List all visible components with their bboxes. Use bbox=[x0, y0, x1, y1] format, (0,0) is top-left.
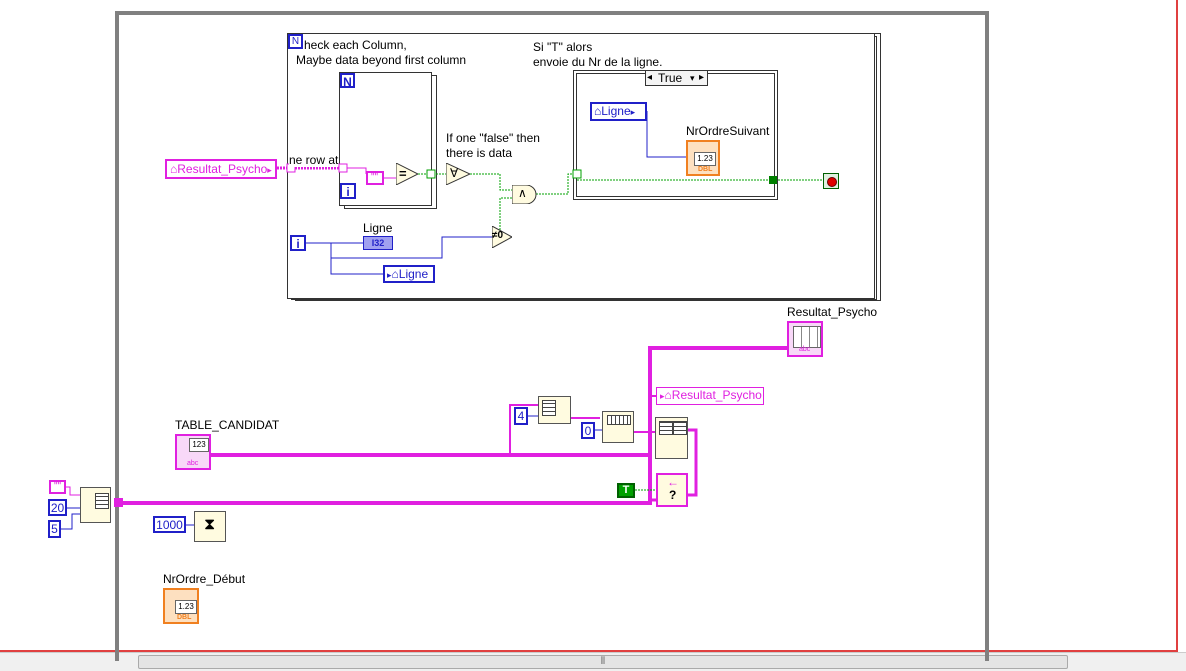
horizontal-scrollbar[interactable]: ⦀ bbox=[0, 652, 1186, 671]
resultat-psycho-type: abc bbox=[799, 346, 811, 353]
comment-si-t-1: Si "T" alors bbox=[533, 40, 593, 54]
table-candidat-type: abc bbox=[187, 460, 199, 467]
not-equal-zero-function[interactable]: ≠0 bbox=[492, 226, 512, 248]
resultat-psycho-indicator[interactable]: abc bbox=[787, 321, 823, 357]
home-icon: ⌂ bbox=[391, 267, 399, 281]
comment-if-false-1: If one "false" then bbox=[446, 131, 540, 145]
outer-structure-frame bbox=[115, 11, 989, 661]
home-icon: ⌂ bbox=[664, 388, 672, 402]
scrollbar-thumb[interactable]: ⦀ bbox=[138, 655, 1068, 669]
outer-loop-iteration-terminal[interactable]: i bbox=[290, 235, 306, 251]
case-selector-label: True bbox=[658, 71, 683, 85]
equal-symbol: = bbox=[399, 166, 407, 181]
resultat-psycho-prop-label: Resultat_Psycho bbox=[671, 388, 762, 402]
not-zero-symbol: ≠0 bbox=[492, 230, 504, 241]
ligne-indicator-label: Ligne bbox=[363, 221, 393, 235]
insert-into-array-function[interactable] bbox=[655, 417, 688, 459]
outer-loop-count-terminal[interactable]: N bbox=[288, 34, 303, 49]
ligne-indicator[interactable]: I32 bbox=[363, 236, 393, 250]
case-selector[interactable]: ◂ True ▾ ▸ bbox=[645, 70, 708, 86]
empty-string-constant-outer[interactable]: "" bbox=[49, 480, 66, 494]
right-red-border bbox=[1176, 0, 1178, 652]
inner-loop-count-terminal[interactable]: N bbox=[340, 73, 355, 89]
stop-terminal[interactable] bbox=[823, 173, 839, 189]
inner-loop-iteration-terminal[interactable]: i bbox=[340, 183, 356, 199]
select-function[interactable]: ← ? bbox=[656, 473, 688, 507]
ligne-local-variable-inner[interactable]: ⌂Ligne▸ bbox=[590, 102, 647, 121]
build-array-function[interactable] bbox=[80, 487, 111, 523]
const-5[interactable]: 5 bbox=[48, 520, 61, 538]
comment-check-column-1: heck each Column, bbox=[304, 38, 407, 52]
nr-ordre-debut-display: 1.23 bbox=[175, 600, 197, 614]
home-icon: ⌂ bbox=[170, 162, 178, 176]
nr-ordre-suivant-display: 1.23 bbox=[694, 152, 716, 166]
bottom-red-border bbox=[0, 650, 1178, 652]
chevron-down-icon[interactable]: ▾ bbox=[690, 73, 695, 83]
empty-string-constant-inner[interactable]: "" bbox=[366, 171, 384, 185]
array-grid-icon bbox=[607, 415, 631, 425]
ligne-local-variable-out[interactable]: ▸⌂Ligne bbox=[383, 265, 435, 283]
case-next-arrow[interactable]: ▸ bbox=[699, 72, 705, 83]
and-array-symbol: ∀ bbox=[450, 166, 459, 180]
nr-ordre-debut-control[interactable]: 1.23 DBL bbox=[163, 588, 199, 624]
ligne-ref-out-label: Ligne bbox=[398, 267, 429, 281]
resultat-psycho-value-property[interactable]: ⌂Resultat_Psycho▸ bbox=[165, 159, 277, 179]
home-icon: ⌂ bbox=[594, 104, 602, 118]
table-candidat-display: 123 bbox=[189, 438, 209, 452]
equal-function[interactable]: = bbox=[396, 163, 418, 185]
bool-true-label: T bbox=[622, 484, 630, 496]
and-array-elements-function[interactable]: ∀ bbox=[446, 163, 470, 185]
and-function[interactable]: ∧ bbox=[512, 185, 538, 204]
comment-si-t-2: envoie du Nr de la ligne. bbox=[533, 55, 663, 69]
ligne-indicator-type: I32 bbox=[371, 238, 385, 248]
const-0[interactable]: 0 bbox=[581, 422, 595, 439]
comment-check-column-2: Maybe data beyond first column bbox=[296, 53, 467, 67]
arrow-left-icon: ▸ bbox=[387, 270, 392, 280]
arrow-right-icon: ▸ bbox=[630, 107, 636, 117]
arrow-right-icon: ▸ bbox=[267, 165, 272, 175]
nr-ordre-debut-label: NrOrdre_Début bbox=[163, 572, 246, 586]
const-1000[interactable]: 1000 bbox=[153, 516, 186, 533]
wait-ms-function[interactable]: ⧗ bbox=[194, 511, 226, 542]
table-grid-icon bbox=[793, 326, 821, 348]
nr-ordre-suivant-indicator[interactable]: 1.23 DBL bbox=[686, 140, 720, 176]
hourglass-icon: ⧗ bbox=[204, 516, 216, 533]
resultat-psycho-local-variable[interactable]: ▸⌂Resultat_Psycho bbox=[656, 387, 764, 405]
case-structure-frame bbox=[573, 70, 778, 200]
array-grid-icon bbox=[95, 493, 109, 509]
const-20[interactable]: 20 bbox=[48, 499, 67, 516]
ligne-ref-inner-label: Ligne bbox=[601, 104, 631, 118]
nr-ordre-suivant-type: DBL bbox=[698, 166, 713, 173]
arrow-left-icon: ← bbox=[667, 475, 679, 489]
array-grid-icon bbox=[542, 400, 556, 416]
array-grid-icon-2 bbox=[673, 421, 687, 435]
bool-true-constant[interactable]: T bbox=[617, 483, 635, 498]
case-prev-arrow[interactable]: ◂ bbox=[647, 72, 653, 83]
resultat-psycho-ref-label: Resultat_Psycho bbox=[177, 162, 268, 176]
array-size-function[interactable] bbox=[538, 396, 571, 424]
index-array-function[interactable] bbox=[602, 411, 634, 443]
resultat-psycho-indicator-label: Resultat_Psycho bbox=[787, 305, 878, 319]
nr-ordre-debut-type: DBL bbox=[177, 614, 192, 621]
comment-if-false-2: there is data bbox=[446, 146, 513, 160]
arrow-left-icon: ▸ bbox=[660, 391, 665, 401]
comment-one-row-at: ne row at bbox=[289, 153, 339, 167]
nr-ordre-suivant-label: NrOrdreSuivant bbox=[686, 124, 770, 138]
table-candidat-label: TABLE_CANDIDAT bbox=[175, 418, 280, 432]
const-4[interactable]: 4 bbox=[514, 407, 528, 425]
and-symbol: ∧ bbox=[518, 186, 527, 200]
table-candidat-control[interactable]: 123 abc bbox=[175, 434, 211, 470]
stop-icon bbox=[827, 177, 837, 187]
array-grid-icon bbox=[659, 421, 673, 435]
select-symbol: ? bbox=[669, 488, 677, 502]
